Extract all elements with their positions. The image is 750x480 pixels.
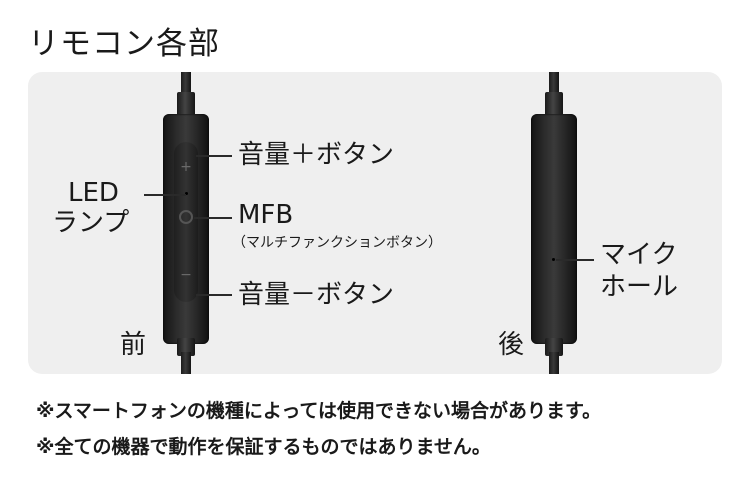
- label-led-line2: ランプ: [52, 208, 130, 238]
- label-back: 後: [498, 330, 525, 360]
- note-compatibility: ※スマートフォンの機種によっては使用できない場合があります。: [36, 400, 602, 422]
- plus-icon: +: [180, 159, 192, 175]
- label-led-line1: LED: [68, 178, 119, 208]
- back-cable-bottom: [549, 352, 559, 374]
- label-front: 前: [120, 330, 147, 360]
- label-volume-up: 音量＋ボタン: [238, 140, 395, 170]
- page-title: リモコン各部: [28, 26, 220, 62]
- mfb-button-icon[interactable]: [179, 210, 193, 224]
- back-cable-top: [549, 72, 559, 96]
- label-mic-line1: マイク: [600, 240, 678, 270]
- front-collar-top: [177, 92, 195, 116]
- back-collar-bottom: [545, 338, 563, 356]
- minus-icon: −: [180, 267, 192, 283]
- front-cable-bottom: [181, 352, 191, 374]
- leader-volume-up: [196, 155, 232, 157]
- leader-mic: [556, 259, 594, 261]
- leader-mfb: [194, 217, 232, 219]
- leader-led: [144, 194, 186, 196]
- led-lamp: [185, 192, 188, 195]
- front-collar-bottom: [177, 338, 195, 356]
- label-mic-line2: ホール: [600, 272, 679, 302]
- back-collar-top: [545, 92, 563, 116]
- label-volume-down: 音量－ボタン: [238, 280, 395, 310]
- leader-volume-down: [196, 294, 232, 296]
- label-mfb-sub: （マルチファンクションボタン）: [232, 235, 442, 251]
- back-remote-body: [531, 114, 577, 344]
- note-warranty: ※全ての機器で動作を保証するものではありません。: [36, 436, 491, 458]
- mic-hole: [552, 258, 555, 261]
- remote-illustration-panel: + − 音量＋ボタン LED ランプ MFB （マルチファンクションボタン） 音…: [28, 72, 722, 374]
- label-mfb: MFB: [238, 200, 294, 230]
- front-cable-top: [181, 72, 191, 96]
